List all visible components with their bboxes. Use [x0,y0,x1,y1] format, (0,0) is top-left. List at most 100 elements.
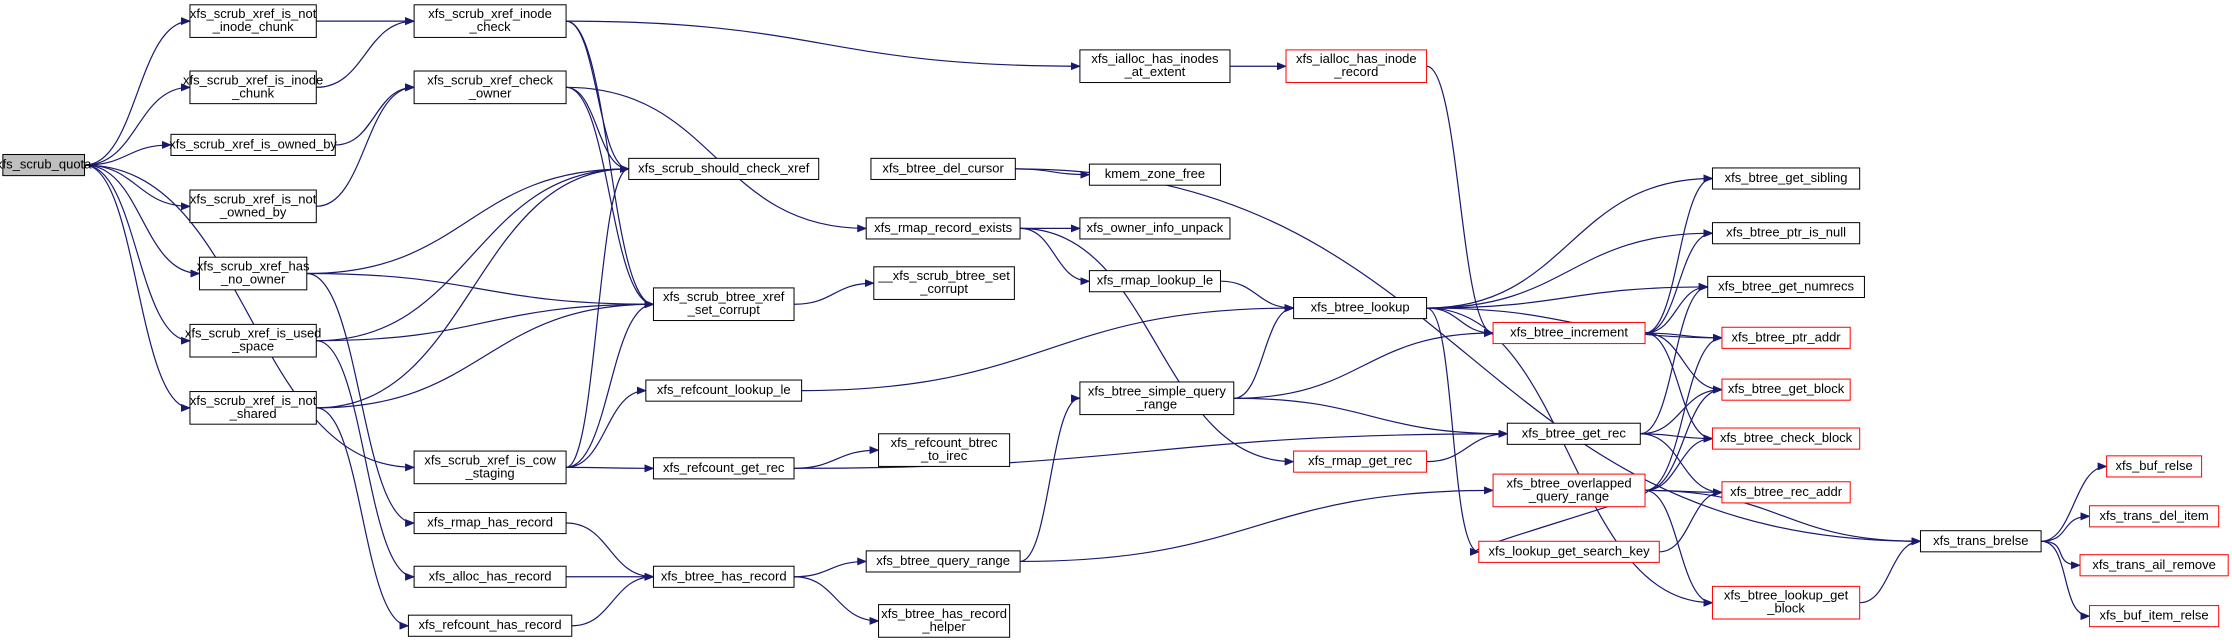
function-node-lookup_get_search_key[interactable]: xfs_lookup_get_search_key [1478,540,1660,563]
call-edge-quota-to-is_owned_by [84,140,172,166]
function-node-is_inode_chunk[interactable]: xfs_scrub_xref_is_inode_chunk [183,70,323,105]
function-node-label: xfs_scrub_xref_is_used [185,326,322,341]
function-node-buf_item_relse[interactable]: xfs_buf_item_relse [2089,605,2220,628]
call-edge-btree_increment-to-btree_get_block [1645,332,1723,394]
function-node-label: xfs_scrub_xref_is_owned_by [169,136,337,151]
function-node-rmap_has_record[interactable]: xfs_rmap_has_record [413,511,567,535]
function-node-box [1711,585,1861,620]
function-node-is_used_space[interactable]: xfs_scrub_xref_is_used_space [185,323,322,358]
function-node-refcount_btrec_to_irec[interactable]: xfs_refcount_btrec_to_irec [878,433,1011,467]
function-node-rmap_get_rec[interactable]: xfs_rmap_get_rec [1293,450,1428,473]
call-edge-trans_brelse-to-trans_ail_remove [2041,540,2082,570]
function-node-buf_relse[interactable]: xfs_buf_relse [2106,455,2203,478]
function-node-btree_get_block[interactable]: xfs_btree_get_block [1721,378,1851,401]
function-node-btree_ptr_is_null[interactable]: xfs_btree_ptr_is_null [1711,222,1861,245]
call-edges [84,17,2108,630]
function-node-btree_lookup[interactable]: xfs_btree_lookup [1293,297,1428,320]
function-node-label: xfs_rmap_record_exists [874,220,1012,235]
function-node-btree_increment[interactable]: xfs_btree_increment [1492,321,1646,345]
function-node-label: xfs_refcount_get_rec [663,460,785,475]
function-node-label: xfs_btree_get_numrecs [1718,278,1854,293]
function-node-trans_brelse[interactable]: xfs_trans_brelse [1919,530,2042,553]
function-node-label: _record [1333,64,1378,79]
function-node-label: _corrupt [919,281,968,296]
function-node-box [878,604,1011,638]
function-node-btree_query_range[interactable]: xfs_btree_query_range [865,550,1021,573]
function-node-btree_get_numrecs[interactable]: xfs_btree_get_numrecs [1707,275,1865,299]
function-node-owner_info_unpack[interactable]: xfs_owner_info_unpack [1079,217,1231,240]
function-node-box [1088,270,1221,293]
function-node-label: _owner [468,85,512,100]
function-node-refcount_lookup_le[interactable]: xfs_refcount_lookup_le [645,379,803,402]
function-node-box [1506,422,1641,445]
function-node-scrub_btree_set_corrupt[interactable]: __xfs_scrub_btree_set_corrupt [873,266,1015,300]
function-node-btree_check_block[interactable]: xfs_btree_check_block [1711,427,1861,450]
function-node-box [865,217,1021,240]
function-node-btree_get_rec[interactable]: xfs_btree_get_rec [1506,422,1641,445]
function-node-is_not_owned_by[interactable]: xfs_scrub_xref_is_not_owned_by [189,189,317,224]
function-node-box [1721,481,1851,504]
call-edge-rmap_record_exists-to-rmap_lookup_le [1020,227,1091,286]
function-node-rmap_record_exists[interactable]: xfs_rmap_record_exists [865,217,1021,240]
function-node-label: xfs_btree_rec_addr [1730,484,1843,499]
function-node-btree_has_record_helper[interactable]: xfs_btree_has_record_helper [878,604,1011,638]
function-node-kmem_zone_free[interactable]: kmem_zone_free [1088,163,1221,186]
function-node-box [878,433,1011,467]
call-edge-btree_overlapped_query_range-to-btree_lookup_get_block [1644,489,1714,607]
function-node-check_owner[interactable]: xfs_scrub_xref_check_owner [413,70,567,105]
function-node-btree_has_record[interactable]: xfs_btree_has_record [652,565,795,588]
function-node-label: xfs_btree_get_block [1728,381,1845,396]
call-edge-is_used_space-to-btree_xref_set_corrupt [316,300,655,342]
function-node-box [2089,605,2220,628]
call-edge-is_not_shared-to-btree_xref_set_corrupt [316,300,655,409]
function-node-label: _space [231,339,274,354]
function-node-btree_simple_query_range[interactable]: xfs_btree_simple_query_range [1079,381,1235,416]
function-node-is_owned_by[interactable]: xfs_scrub_xref_is_owned_by [169,133,337,156]
call-edge-has_no_owner-to-btree_xref_set_corrupt [306,272,655,309]
function-node-btree_get_sibling[interactable]: xfs_btree_get_sibling [1711,167,1861,190]
function-node-rmap_lookup_le[interactable]: xfs_rmap_lookup_le [1088,270,1221,293]
function-node-alloc_has_record[interactable]: xfs_alloc_has_record [413,565,567,588]
function-node-box [652,287,795,322]
call-edge-is_cow_staging-to-refcount_get_rec [566,464,655,473]
function-node-label: xfs_alloc_has_record [429,568,552,583]
function-node-label: xfs_refcount_has_record [419,617,562,632]
call-edge-btree_simple_query_range-to-btree_get_rec [1233,397,1509,438]
function-node-inode_check[interactable]: xfs_scrub_xref_inode_check [413,4,567,38]
function-node-btree_del_cursor[interactable]: xfs_btree_del_cursor [870,157,1016,180]
call-edge-trans_brelse-to-buf_item_relse [2041,540,2091,621]
function-node-box [2106,455,2203,478]
call-edge-has_no_owner-to-rmap_has_record [306,272,416,527]
function-node-ialloc_has_inode_record[interactable]: xfs_ialloc_has_inode_record [1285,49,1428,84]
function-node-is_not_inode_chunk[interactable]: xfs_scrub_xref_is_not_inode_chunk [189,4,317,38]
function-node-box [413,511,567,535]
function-node-quota[interactable]: xfs_scrub_quota [0,154,92,177]
function-node-label: xfs_btree_has_record [881,606,1007,621]
function-node-btree_lookup_get_block[interactable]: xfs_btree_lookup_get_block [1711,585,1861,620]
function-node-box [1721,326,1851,349]
call-edge-btree_get_rec-to-btree_rec_addr [1640,433,1723,497]
function-node-ialloc_has_inodes_at_extent[interactable]: xfs_ialloc_has_inodes_at_extent [1079,49,1231,84]
function-node-label: xfs_btree_overlapped [1507,475,1632,490]
function-node-is_not_shared[interactable]: xfs_scrub_xref_is_not_shared [189,391,317,425]
function-node-label: _helper [921,619,966,634]
function-node-trans_ail_remove[interactable]: xfs_trans_ail_remove [2079,554,2229,577]
function-node-label: _block [1766,601,1805,616]
function-node-btree_overlapped_query_range[interactable]: xfs_btree_overlapped_query_range [1492,473,1646,508]
function-node-has_no_owner[interactable]: xfs_scrub_xref_has_no_owner [197,256,310,291]
function-node-label: xfs_scrub_xref_is_inode [183,72,323,87]
function-node-refcount_has_record[interactable]: xfs_refcount_has_record [407,614,573,637]
call-edge-btree_lookup-to-btree_get_numrecs [1426,282,1709,309]
function-node-is_cow_staging[interactable]: xfs_scrub_xref_is_cow_staging [413,450,567,485]
function-node-refcount_get_rec[interactable]: xfs_refcount_get_rec [652,457,795,480]
call-edge-trans_brelse-to-buf_relse [2041,462,2108,542]
function-node-btree_ptr_addr[interactable]: xfs_btree_ptr_addr [1721,326,1851,349]
function-node-btree_xref_set_corrupt[interactable]: xfs_scrub_btree_xref_set_corrupt [652,287,795,322]
function-node-trans_del_item[interactable]: xfs_trans_del_item [2089,505,2220,528]
function-node-label: xfs_scrub_xref_is_not [190,393,317,408]
function-node-label: xfs_trans_ail_remove [2092,557,2216,572]
function-node-label: _shared [229,406,277,421]
function-node-btree_rec_addr[interactable]: xfs_btree_rec_addr [1721,481,1851,504]
function-node-should_check_xref[interactable]: xfs_scrub_should_check_xref [628,157,820,180]
